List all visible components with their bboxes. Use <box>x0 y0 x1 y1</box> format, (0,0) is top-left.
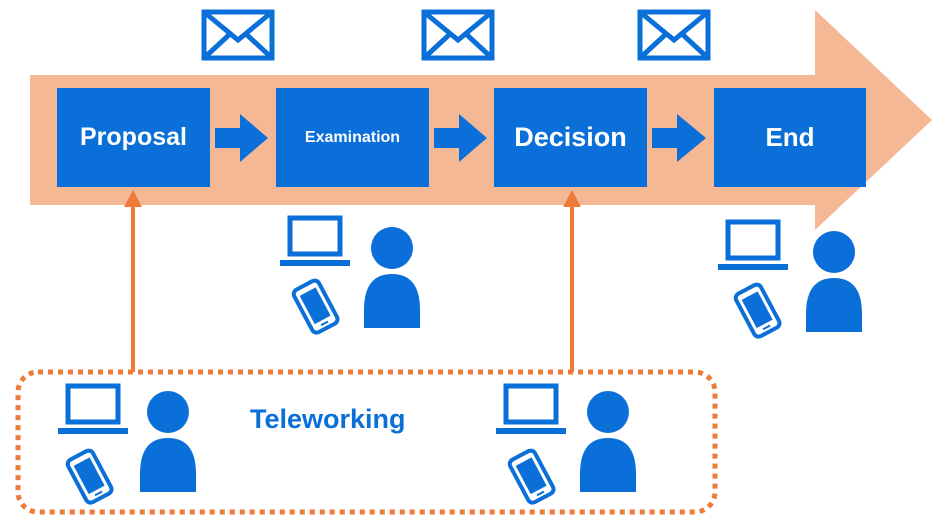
arrow-right-icon <box>652 114 706 162</box>
person-icon <box>364 227 420 328</box>
laptop-icon <box>58 386 128 434</box>
smartphone-icon <box>508 449 555 505</box>
arrow-right-icon <box>434 114 487 162</box>
step-examination-label: Examination <box>304 128 401 146</box>
envelope-icon <box>640 12 708 58</box>
arrow-right-icon <box>215 114 268 162</box>
envelope-icon <box>424 12 492 58</box>
step-decision: Decision <box>494 88 647 187</box>
process-flow-arrow <box>30 10 932 230</box>
step-examination: Examination <box>276 88 429 187</box>
person-icon <box>580 391 636 492</box>
laptop-icon <box>280 218 350 266</box>
step-end-label: End <box>765 122 815 152</box>
envelope-icon <box>204 12 272 58</box>
connector-arrowhead <box>563 190 581 207</box>
person-icon <box>806 231 862 332</box>
step-proposal-label: Proposal <box>80 123 187 151</box>
smartphone-icon <box>734 283 781 339</box>
step-decision-label: Decision <box>514 122 627 152</box>
person-icon <box>140 391 196 492</box>
teleworking-label: Teleworking <box>250 404 406 434</box>
smartphone-icon <box>66 449 113 505</box>
step-proposal: Proposal <box>57 88 210 187</box>
connector-arrowhead <box>124 190 142 207</box>
smartphone-icon <box>292 279 339 335</box>
step-end: End <box>714 88 866 187</box>
laptop-icon <box>718 222 788 270</box>
laptop-icon <box>496 386 566 434</box>
